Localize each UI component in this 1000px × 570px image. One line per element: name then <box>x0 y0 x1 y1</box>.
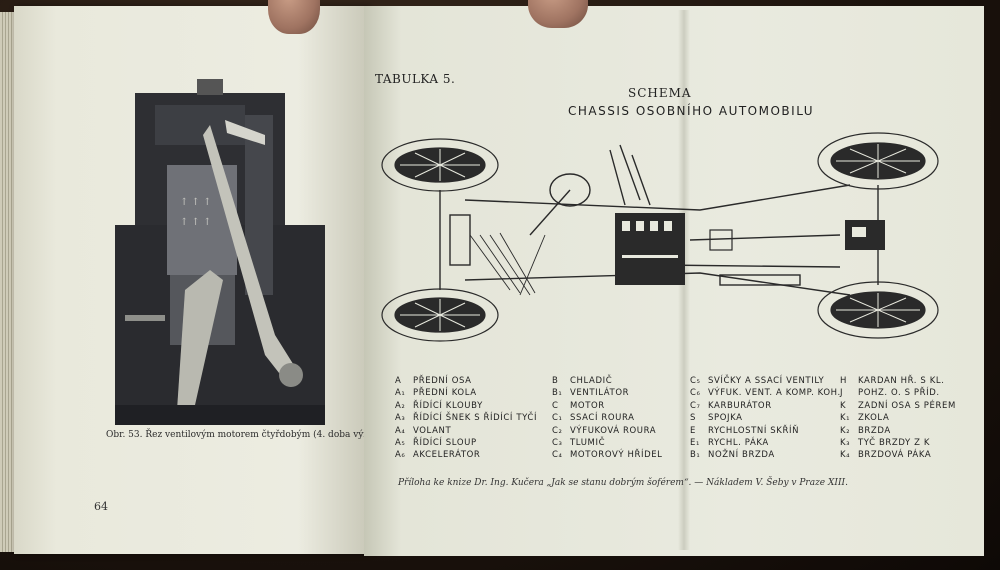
plate-subheading: CHASSIS OSOBNÍHO AUTOMOBILU <box>568 104 815 118</box>
svg-text:↑ ↑ ↑: ↑ ↑ ↑ <box>180 217 212 228</box>
plate-heading: SCHEMA <box>628 86 692 100</box>
page-number: 64 <box>94 500 108 513</box>
svg-text:↑ ↑ ↑: ↑ ↑ ↑ <box>180 197 212 208</box>
figure-caption: Obr. 53. Řez ventilovým motorem čtyřdobý… <box>106 430 391 440</box>
table-label: TABULKA 5. <box>375 72 456 86</box>
engine-cross-section-illustration: ↑ ↑ ↑ ↑ ↑ ↑ <box>115 79 325 425</box>
finger <box>268 0 320 34</box>
plate-footnote: Příloha ke knize Dr. Ing. Kučera „Jak se… <box>398 478 848 488</box>
chassis-schematic-diagram <box>381 132 939 342</box>
finger <box>528 0 588 28</box>
